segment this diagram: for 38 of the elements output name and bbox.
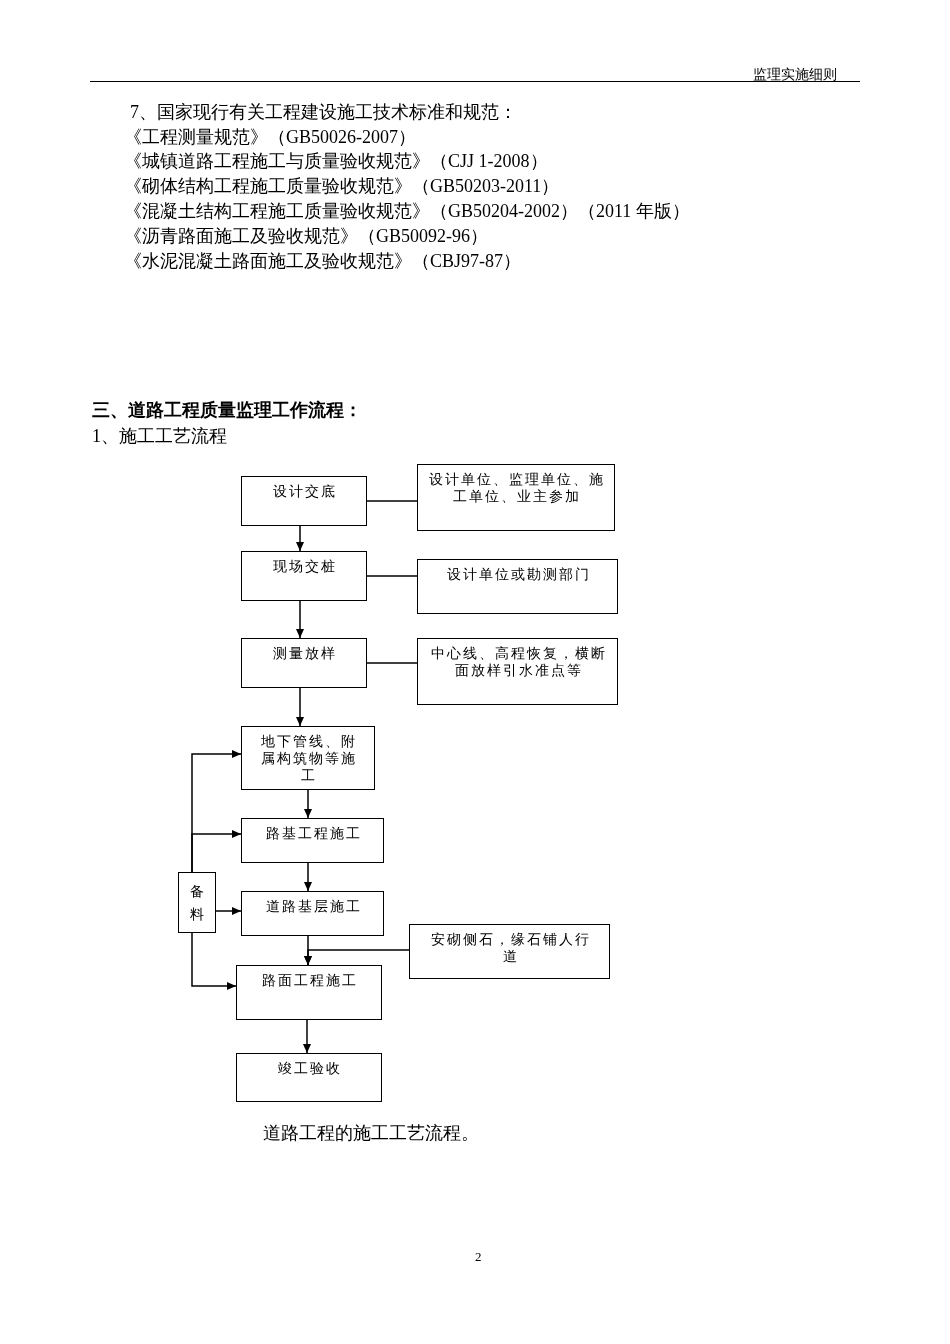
arrow	[296, 600, 304, 639]
subsection-heading: 1、施工工艺流程	[92, 425, 227, 447]
figure-caption: 道路工程的施工工艺流程。	[263, 1122, 479, 1144]
process-box: 竣工验收	[236, 1053, 382, 1102]
standard-reference: 《砌体结构工程施工质量验收规范》（GB50203-2011）	[124, 175, 560, 197]
standard-reference: 《水泥混凝土路面施工及验收规范》（CBJ97-87）	[124, 250, 521, 272]
note-box: 设计单位或勘测部门	[417, 559, 618, 614]
arrow	[304, 862, 312, 892]
section-heading: 三、道路工程质量监理工作流程：	[92, 399, 362, 421]
arrow	[191, 932, 237, 990]
header-text: 监理实施细则	[753, 67, 837, 83]
arrow	[304, 789, 312, 819]
process-box: 道路基层施工	[241, 891, 384, 936]
standard-reference: 《城镇道路工程施工与质量验收规范》（CJJ 1-2008）	[124, 150, 548, 172]
note-box: 中心线、高程恢复，横断面放样引水准点等	[417, 638, 618, 705]
process-box: 现场交桩	[241, 551, 367, 601]
arrow	[303, 1019, 311, 1054]
arrow	[304, 949, 410, 966]
connector-line	[366, 662, 418, 664]
arrow	[296, 525, 304, 552]
list-heading: 7、国家现行有关工程建设施工技术标准和规范：	[130, 101, 517, 123]
connector-line	[366, 575, 418, 577]
arrow	[191, 830, 242, 873]
process-box: 备料	[178, 872, 216, 933]
process-box: 测量放样	[241, 638, 367, 688]
process-box: 设计交底	[241, 476, 367, 526]
standard-reference: 《工程测量规范》（GB50026-2007）	[124, 126, 416, 148]
page-number: 2	[475, 1249, 482, 1265]
note-box: 安砌侧石，缘石铺人行道	[409, 924, 610, 979]
process-box: 地下管线、附属构筑物等施工	[241, 726, 375, 790]
arrow	[296, 687, 304, 727]
note-box: 设计单位、监理单位、施工单位、业主参加	[417, 464, 615, 531]
arrow	[215, 907, 242, 915]
process-box: 路面工程施工	[236, 965, 382, 1020]
standard-reference: 《混凝土结构工程施工质量验收规范》（GB50204-2002）（2011 年版）	[124, 200, 690, 222]
process-box: 路基工程施工	[241, 818, 384, 863]
standard-reference: 《沥青路面施工及验收规范》（GB50092-96）	[124, 225, 488, 247]
connector-line	[366, 500, 418, 502]
